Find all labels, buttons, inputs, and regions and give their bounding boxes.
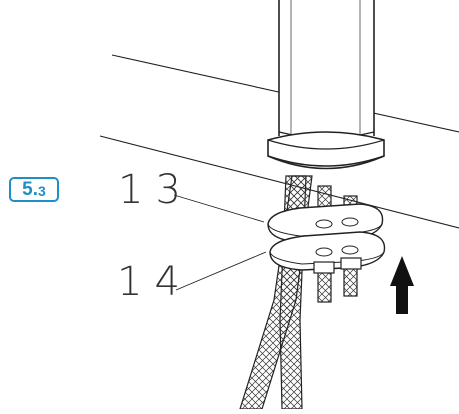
up-arrow-icon [390,256,414,314]
step-number-minor: 3 [38,183,46,199]
leader-line-14 [175,251,267,291]
part-callout-13: 13 [118,167,193,213]
step-number-major: 5. [22,179,39,200]
faucet-base-flange [267,131,385,170]
leader-line-13 [173,194,265,223]
faucet-column [278,0,375,139]
counter-bottom-line [99,135,459,229]
nuts [313,257,362,274]
part-callout-14: 14 [117,259,192,305]
step-number-badge: 5. 3 [9,177,59,202]
